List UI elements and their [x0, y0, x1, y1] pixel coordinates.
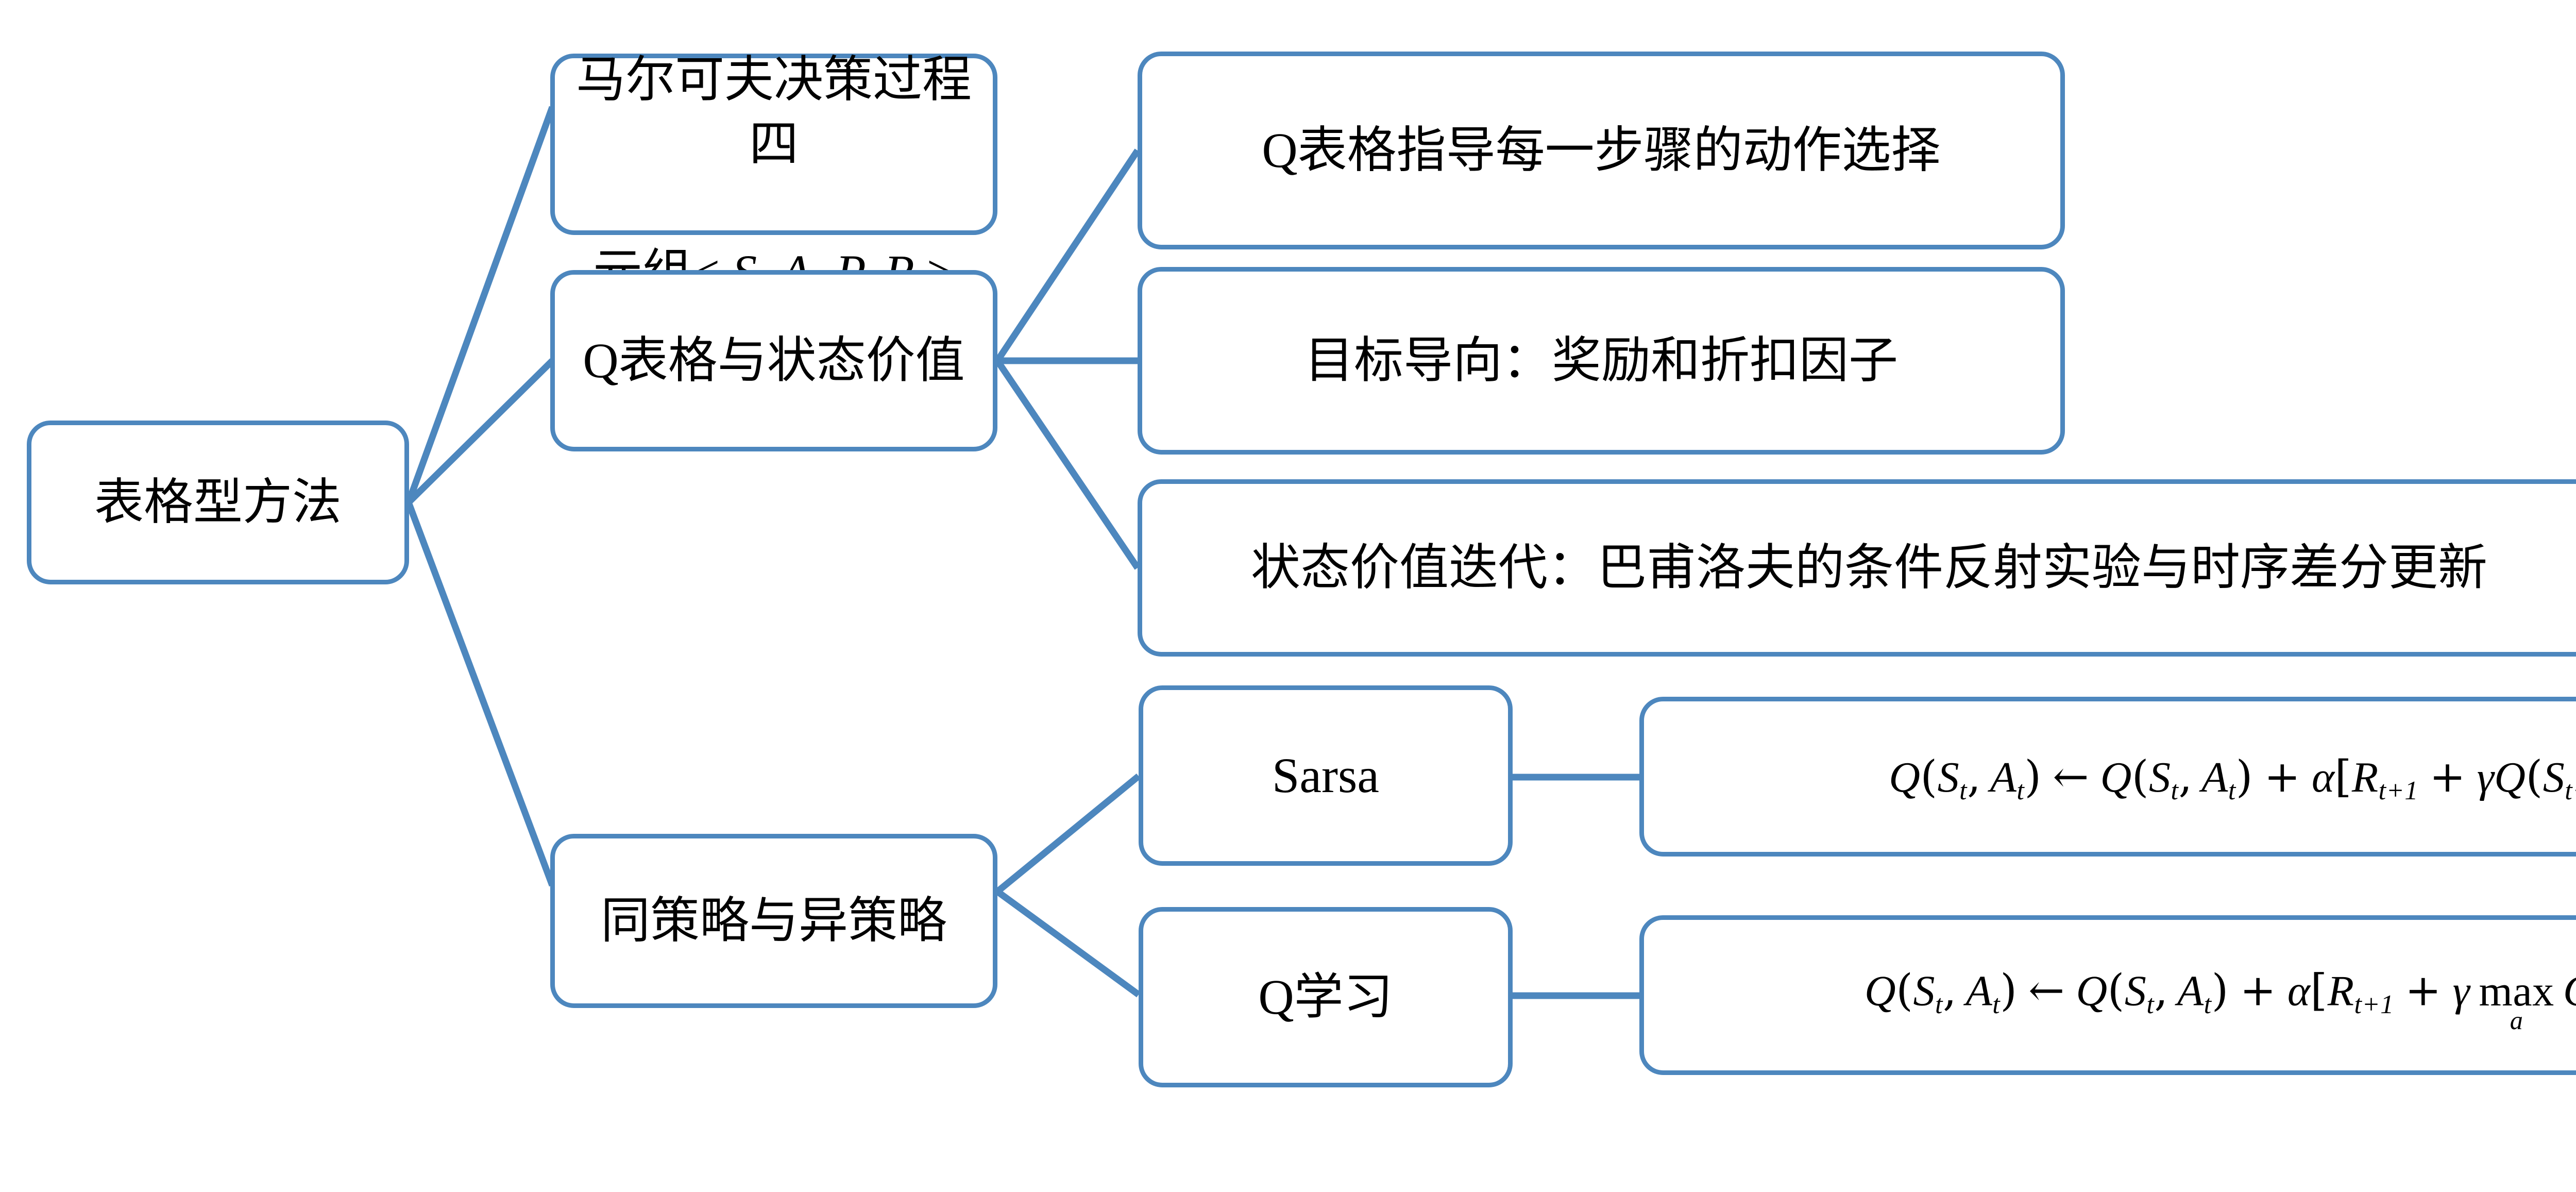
node-q-table-action-select-label: Q表格指导每一步骤的动作选择 — [1262, 122, 1941, 178]
node-mdp-label: 马尔可夫决策过程四 元组< S, A, P, R > — [555, 0, 993, 305]
edge-root-to-policy — [405, 501, 556, 887]
edge-qtable-to-action-select — [994, 148, 1141, 363]
node-on-off-policy[interactable]: 同策略与异策略 — [550, 834, 997, 1008]
node-q-table-action-select[interactable]: Q表格指导每一步骤的动作选择 — [1138, 52, 2065, 249]
node-sarsa[interactable]: Sarsa — [1139, 685, 1513, 866]
node-mdp-label-line1: 马尔可夫决策过程四 — [576, 52, 972, 172]
node-q-table-state-value[interactable]: Q表格与状态价值 — [550, 270, 997, 451]
edge-policy-to-sarsa — [995, 773, 1141, 895]
node-state-value-iteration-label: 状态价值迭代：巴甫洛夫的条件反射实验与时序差分更新 — [1251, 540, 2487, 595]
node-sarsa-formula-text: Q(St, At) ← Q(St, At) + α[Rt+1 + γQ(St+1… — [1889, 751, 2576, 806]
edge-root-to-mdp — [405, 106, 556, 504]
node-on-off-policy-label: 同策略与异策略 — [601, 893, 947, 948]
node-mdp[interactable]: 马尔可夫决策过程四 元组< S, A, P, R > — [550, 52, 997, 300]
node-q-learning[interactable]: Q学习 — [1139, 907, 1513, 1087]
node-q-learning-label: Q学习 — [1258, 969, 1393, 1025]
node-sarsa-label: Sarsa — [1272, 747, 1379, 803]
node-state-value-iteration[interactable]: 状态价值迭代：巴甫洛夫的条件反射实验与时序差分更新 — [1138, 479, 2576, 657]
node-root[interactable]: 表格型方法 — [27, 421, 409, 584]
node-q-table-state-value-label: Q表格与状态价值 — [583, 332, 965, 388]
edge-policy-to-qlearning — [995, 888, 1141, 998]
node-sarsa-formula[interactable]: Q(St, At) ← Q(St, At) + α[Rt+1 + γQ(St+1… — [1639, 697, 2576, 857]
node-goal-oriented-label: 目标导向：奖励和折扣因子 — [1304, 332, 1898, 388]
node-goal-oriented[interactable]: 目标导向：奖励和折扣因子 — [1138, 267, 2065, 455]
edge-root-to-qtable — [406, 358, 555, 505]
edge-qtable-to-state-iteration — [994, 359, 1141, 570]
node-root-label: 表格型方法 — [94, 474, 342, 530]
